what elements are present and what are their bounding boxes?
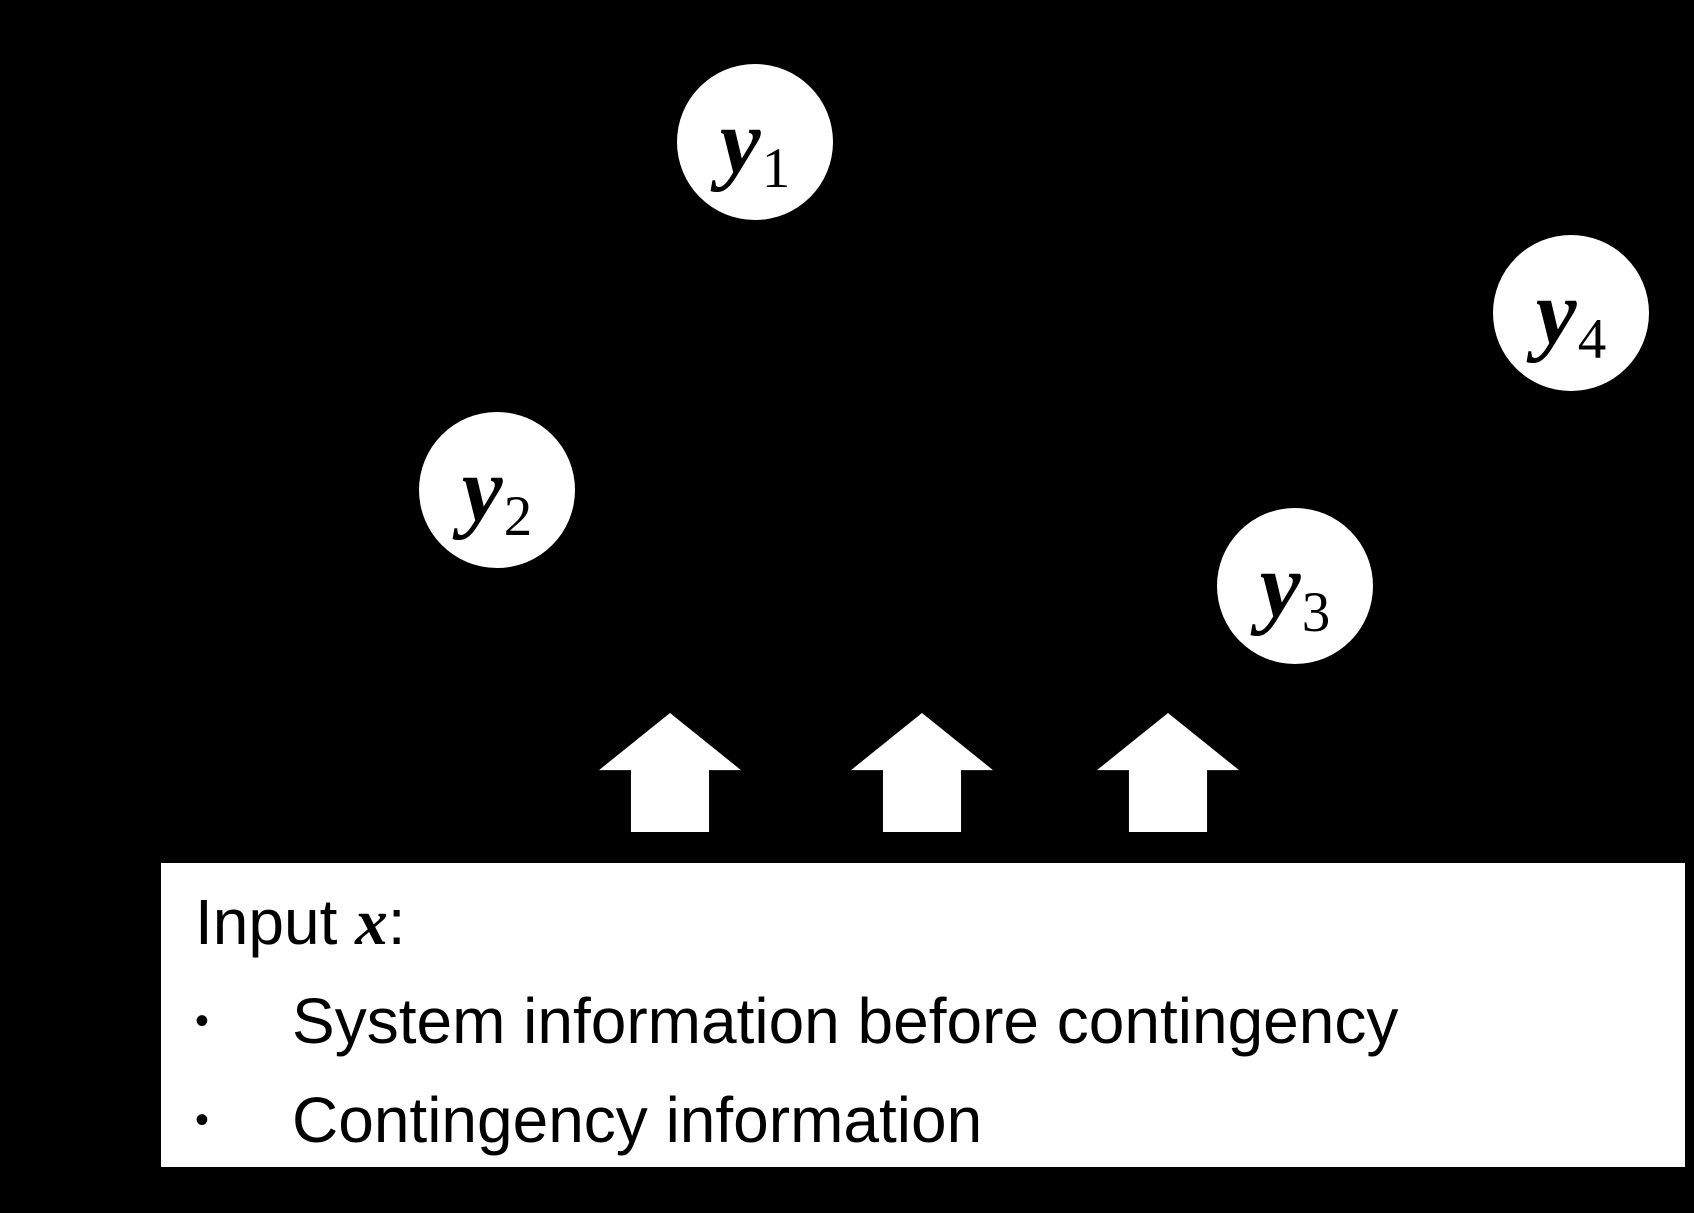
bullet-dot-icon: • xyxy=(195,999,209,1043)
node-y3: y3 xyxy=(1217,508,1373,664)
input-variable-x: x xyxy=(355,887,388,959)
node-y3-subscript: 3 xyxy=(1301,580,1331,644)
node-y1: y1 xyxy=(677,64,833,220)
node-y1-label: y1 xyxy=(719,90,791,200)
bullet-item: • System information before contingency xyxy=(161,972,1685,1071)
bullet-text: Contingency information xyxy=(292,1084,983,1156)
bullet-dot-icon: • xyxy=(195,1098,209,1142)
node-y3-label: y3 xyxy=(1259,534,1331,644)
node-y2-label: y2 xyxy=(461,438,533,548)
up-arrow-icon xyxy=(599,713,741,832)
node-y4-subscript: 4 xyxy=(1577,307,1607,371)
bullet-text: System information before contingency xyxy=(292,985,1399,1057)
node-y2: y2 xyxy=(419,412,575,568)
node-y1-subscript: 1 xyxy=(761,136,791,200)
node-y4: y4 xyxy=(1493,235,1649,391)
up-arrow-icon xyxy=(851,713,993,832)
up-arrow-icon xyxy=(1097,713,1239,832)
input-title: Input x: xyxy=(161,873,1685,972)
input-title-prefix: Input xyxy=(195,886,356,958)
bullet-item: • Contingency information xyxy=(161,1071,1685,1170)
node-y2-subscript: 2 xyxy=(503,484,533,548)
node-y4-label: y4 xyxy=(1535,261,1607,371)
input-description-box: Input x: • System information before con… xyxy=(161,863,1685,1167)
input-title-suffix: : xyxy=(387,886,406,958)
